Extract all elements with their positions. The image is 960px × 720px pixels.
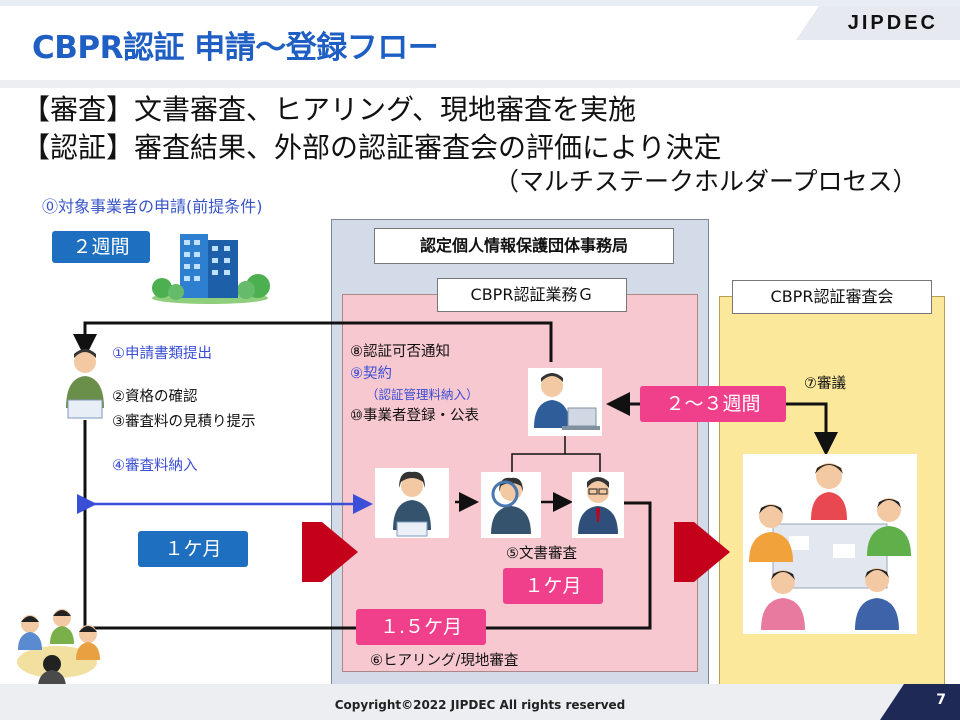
step-1: ①申請書類提出	[112, 346, 212, 362]
step-9-note: （認証管理料納入）	[366, 387, 479, 402]
step-6: ⑥ヒアリング/現地審査	[370, 653, 519, 669]
hearing-badge: １.５ケ月	[356, 609, 486, 645]
step-5: ⑤文書審査	[506, 546, 577, 562]
header-stripe	[0, 0, 960, 6]
office-building-icon	[150, 226, 270, 304]
page-title: CBPR認証 申請〜登録フロー	[32, 30, 439, 66]
step-7: ⑦審議	[804, 376, 846, 392]
page-number: 7	[936, 692, 946, 708]
prereq-label: ⓪対象事業者の申請(前提条件)	[42, 197, 263, 216]
summary-line-1: 【審査】文書審査、ヒアリング、現地審査を実施	[22, 93, 637, 126]
step-4: ④審査料納入	[112, 458, 198, 474]
applicant-person-icon	[62, 348, 108, 420]
group-meeting-icon	[12, 604, 102, 688]
logo-tab	[796, 6, 960, 40]
office-title: 認定個人情報保護団体事務局	[374, 228, 674, 264]
step-9: ⑨契約	[350, 366, 392, 382]
step-3: ③審査料の見積り提示	[112, 414, 256, 430]
two-week-badge: ２週間	[52, 231, 150, 263]
group-title: CBPR認証業務Ｇ	[437, 278, 627, 312]
step-10: ⑩事業者登録・公表	[350, 408, 479, 424]
one-month-badge: １ケ月	[138, 531, 248, 567]
copyright: Copyright©2022 JIPDEC All rights reserve…	[334, 698, 626, 712]
header-band	[0, 0, 960, 84]
footer-band	[0, 684, 960, 720]
doc-review-badge: １ケ月	[503, 568, 603, 604]
step-8: ⑧認証可否通知	[350, 344, 450, 360]
summary-line-3: （マルチステークホルダープロセス）	[494, 167, 918, 196]
step-2: ②資格の確認	[112, 389, 198, 405]
committee-title: CBPR認証審査会	[732, 280, 932, 314]
committee-meeting-icon	[743, 454, 917, 634]
header-divider	[0, 80, 960, 88]
magnifier-reviewer-icon	[481, 472, 541, 538]
manager-laptop-icon	[528, 368, 602, 436]
committee-period-badge: ２〜３週間	[640, 386, 786, 422]
summary-line-2: 【認証】審査結果、外部の認証審査会の評価により決定	[22, 131, 722, 164]
senior-reviewer-icon	[572, 472, 624, 538]
clerk-icon	[375, 468, 449, 538]
jipdec-logo: JIPDEC	[847, 12, 938, 34]
